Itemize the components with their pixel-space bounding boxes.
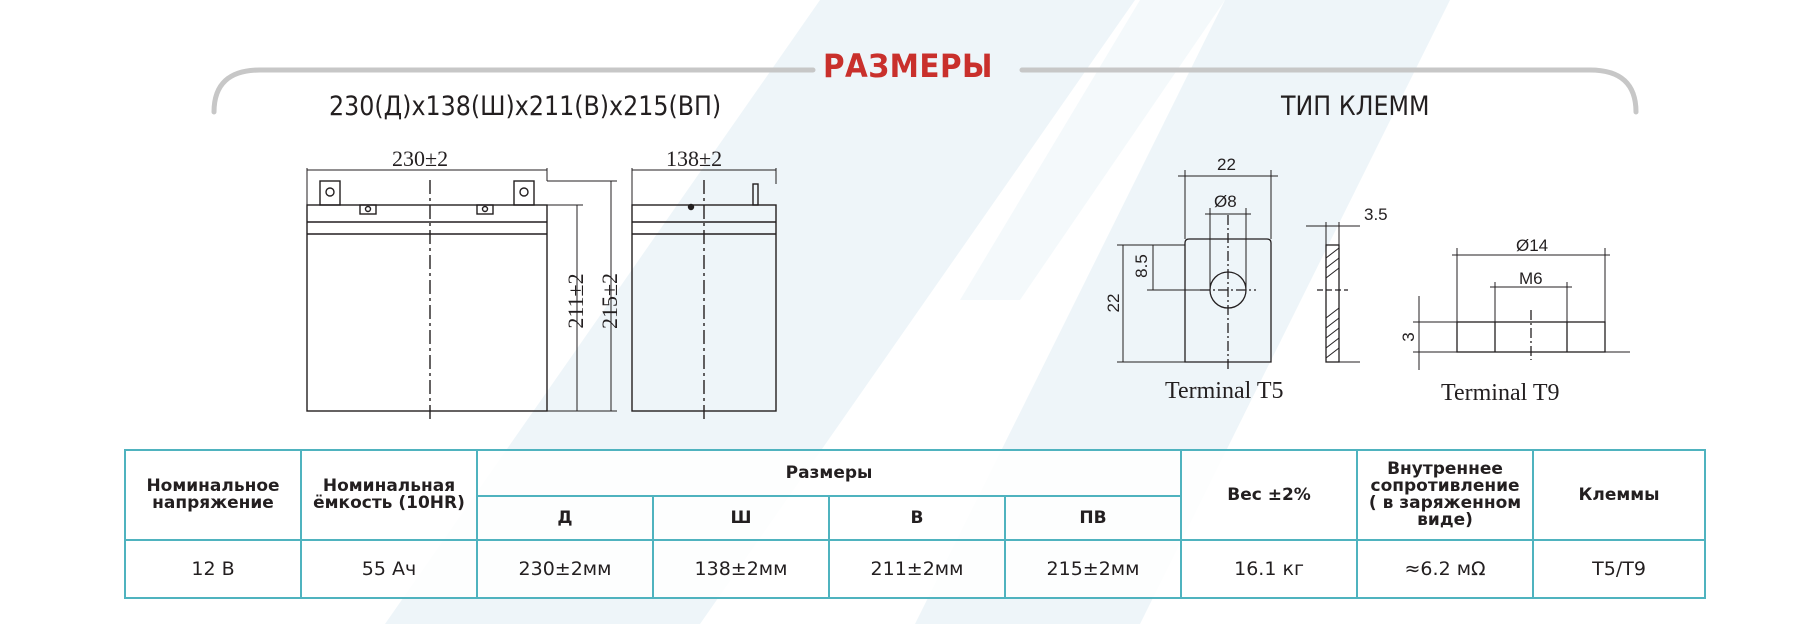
- t5-height-label: 22: [1104, 293, 1123, 313]
- t5-hole-label: Ø8: [1214, 192, 1237, 211]
- header-weight: Вес ±2%: [1180, 449, 1359, 541]
- cell-weight: 16.1 кг: [1180, 539, 1359, 599]
- header-voltage: Номинальное напряжение: [124, 449, 302, 541]
- length-dimension-label: 230±2: [392, 146, 449, 171]
- terminal-t9-caption: Terminal T9: [1441, 380, 1560, 406]
- cell-resistance: ≈6.2 мΩ: [1356, 539, 1535, 599]
- header-terminals: Клеммы: [1532, 449, 1707, 541]
- cell-length: 230±2мм: [476, 539, 654, 599]
- heading-arc: [211, 67, 1639, 115]
- terminal-type-heading: ТИП КЛЕММ: [1281, 91, 1430, 122]
- t9-outer-diameter-label: Ø14: [1516, 236, 1549, 255]
- width-dimension-label: 138±2: [666, 146, 723, 171]
- terminal-t5-caption: Terminal T5: [1165, 378, 1284, 404]
- cell-width: 138±2мм: [652, 539, 830, 599]
- header-dimensions: Размеры: [475, 449, 1183, 497]
- cell-voltage: 12 В: [124, 539, 302, 599]
- total-height-dimension-label: 215±2: [597, 272, 622, 330]
- battery-side-view: [631, 168, 777, 420]
- specification-table: Номинальное напряжение Номинальная ёмкос…: [124, 449, 1707, 599]
- terminal-t9-drawing: [1413, 248, 1630, 370]
- t9-height-label: 3: [1399, 332, 1418, 342]
- terminal-t5-drawing: [1117, 170, 1360, 372]
- battery-front-view: [306, 168, 617, 420]
- t9-thread-label: M6: [1519, 269, 1543, 288]
- t5-hole-center-label: 8.5: [1132, 254, 1151, 278]
- dimensions-heading: 230(Д)x138(Ш)x211(В)x215(ВП): [329, 91, 722, 122]
- cell-capacity: 55 Ач: [300, 539, 478, 599]
- height-dimension-label: 211±2: [563, 273, 588, 329]
- table-row: 12 В 55 Ач 230±2мм 138±2мм 211±2мм 215±2…: [124, 539, 1707, 599]
- section-title: РАЗМЕРЫ: [823, 47, 993, 85]
- header-resistance: Внутреннее сопротивление ( в заряженном …: [1356, 449, 1535, 541]
- header-capacity: Номинальная ёмкость (10HR): [300, 449, 478, 541]
- cell-height: 211±2мм: [828, 539, 1006, 599]
- header-length: Д: [476, 495, 654, 541]
- cell-terminals: T5/T9: [1532, 539, 1707, 599]
- cell-total-height: 215±2мм: [1003, 539, 1183, 599]
- header-height: В: [828, 495, 1006, 541]
- header-width: Ш: [652, 495, 830, 541]
- header-total-height: ПВ: [1003, 495, 1183, 541]
- t5-thickness-label: 3.5: [1364, 205, 1388, 224]
- t5-width-label: 22: [1217, 155, 1236, 174]
